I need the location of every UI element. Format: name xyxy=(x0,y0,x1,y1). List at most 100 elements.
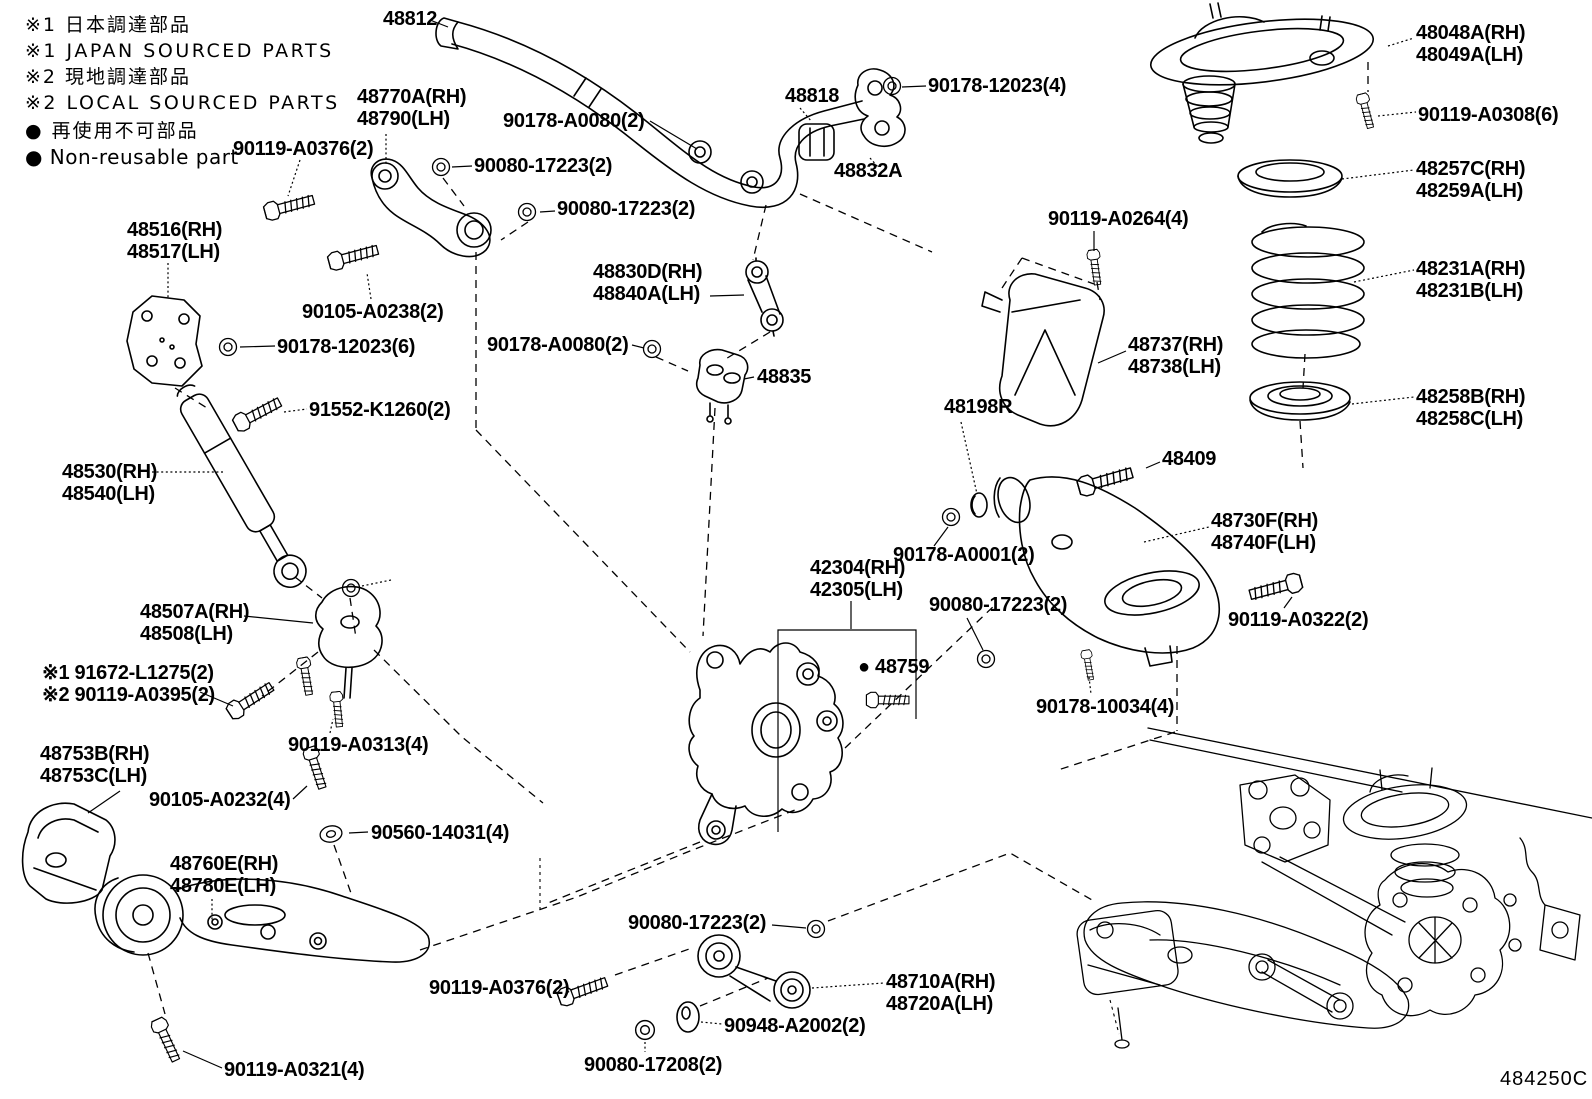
bolt-90119-a0264 xyxy=(1086,248,1105,286)
shock-absorber-drawing xyxy=(176,384,307,589)
stabilizer-bushing-48818-drawing xyxy=(798,123,835,161)
bolt-90119-a0308 xyxy=(1354,91,1378,130)
part-label-48753b-48753c: 48753B(RH)48753C(LH) xyxy=(40,743,149,787)
part-label-48830d-48840a: 48830D(RH)48840A(LH) xyxy=(593,261,702,305)
nut-90080-17208 xyxy=(634,1019,656,1041)
bolt-90105-a0238 xyxy=(326,240,381,273)
coil-spring-48231-drawing xyxy=(1251,222,1365,359)
part-label-90560-14031: 90560-14031(4) xyxy=(371,822,509,844)
bolt-48507a-stud xyxy=(295,656,317,697)
part-label-90105-a0232: 90105-A0232(4) xyxy=(149,789,290,811)
part-label-48507a-48508: 48507A(RH)48508(LH) xyxy=(140,601,249,645)
spring-seat-lower-48258-drawing xyxy=(1249,381,1351,421)
part-label-90178-12023-4: 90178-12023(4) xyxy=(928,75,1066,97)
legend-line-6: ● Non-reusable part xyxy=(25,145,239,169)
nut-90080-17223-d xyxy=(806,919,826,939)
bracket-48507a-drawing xyxy=(314,585,383,699)
part-label-42304-42305: 42304(RH)42305(LH) xyxy=(810,557,905,601)
part-label-90080-17223-a: 90080-17223(2) xyxy=(474,155,612,177)
bolt-90119-a0321 xyxy=(148,1015,184,1065)
part-label-48835: 48835 xyxy=(757,366,811,388)
part-label-48409: 48409 xyxy=(1162,448,1216,470)
washer-90560-14031 xyxy=(317,823,345,845)
grommet-48198r-drawing xyxy=(970,492,988,518)
stabilizer-link-drawing xyxy=(745,257,784,337)
part-label-90178-10034: 90178-10034(4) xyxy=(1036,696,1174,718)
assembled-suspension-view xyxy=(1076,727,1592,1049)
part-label-90119-a0321: 90119-A0321(4) xyxy=(224,1059,364,1081)
support-48048a-drawing xyxy=(1149,2,1375,144)
label-layer: ※1 日本調達部品 ※1 JAPAN SOURCED PARTS ※2 現地調達部品… xyxy=(25,8,1559,1081)
part-label-90948-a2002: 90948-A2002(2) xyxy=(724,1015,865,1037)
leader-lines-dotted xyxy=(152,37,1417,1052)
bolt-90178-10034 xyxy=(1079,648,1097,682)
part-label-48760e-48780e: 48760E(RH)48780E(LH) xyxy=(170,853,278,897)
nut-90178-a0001 xyxy=(941,507,961,527)
washer-90948-drawing xyxy=(676,1001,700,1033)
trailing-arm-drawing xyxy=(94,874,431,963)
part-label-90080-17223-b: 90080-17223(2) xyxy=(557,198,695,220)
part-label-48710a-48720a: 48710A(RH)48720A(LH) xyxy=(886,971,995,1015)
knuckle-drawing xyxy=(688,642,844,846)
part-label-90119-a0313: 90119-A0313(4) xyxy=(288,734,428,756)
nut-90178-12023-6 xyxy=(218,337,238,357)
part-label-48759: ● 48759 xyxy=(858,656,929,678)
lower-arm-48730f-drawing xyxy=(993,476,1220,667)
bracket-48835-drawing xyxy=(695,348,749,425)
part-label-90119-a0376-upper: 90119-A0376(2) xyxy=(233,138,373,160)
upper-control-arm-drawing xyxy=(370,158,492,258)
part-label-48818: 48818 xyxy=(785,85,839,107)
part-label-48198r: 48198R xyxy=(944,396,1013,418)
bolt-knuckle xyxy=(865,691,910,709)
diagram-code: 484250C xyxy=(1500,1068,1589,1090)
part-label-90178-a0080-a: 90178-A0080(2) xyxy=(503,110,644,132)
part-label-90178-a0080-b: 90178-A0080(2) xyxy=(487,334,628,356)
part-label-48231a-48231b: 48231A(RH)48231B(LH) xyxy=(1416,258,1525,302)
toe-link-48710a-drawing xyxy=(697,934,811,1009)
part-label-90080-17223-c: 90080-17223(2) xyxy=(929,594,1067,616)
part-label-90178-a0001: 90178-A0001(2) xyxy=(893,544,1034,566)
nut-90080-17223-b xyxy=(517,202,537,222)
part-label-90119-a0264: 90119-A0264(4) xyxy=(1048,208,1188,230)
legend-line-2: ※1 JAPAN SOURCED PARTS xyxy=(25,40,334,62)
part-label-90105-a0238: 90105-A0238(2) xyxy=(302,301,443,323)
nut-90178-a0080-b xyxy=(642,339,662,359)
deflector-48737-drawing xyxy=(981,273,1105,427)
part-label-48257c-48259a: 48257C(RH)48259A(LH) xyxy=(1416,158,1525,202)
bolt-90119-a0313 xyxy=(329,690,347,728)
bolt-48409 xyxy=(1075,462,1136,499)
legend-line-1: ※1 日本調達部品 xyxy=(25,14,191,36)
legend-line-4: ※2 LOCAL SOURCED PARTS xyxy=(25,92,340,114)
stabilizer-bar-drawing xyxy=(435,17,865,209)
part-label-48530-48540: 48530(RH)48540(LH) xyxy=(62,461,157,505)
part-label-90119-a0376-lower: 90119-A0376(2) xyxy=(429,977,569,999)
nut-90178-12009 xyxy=(341,578,361,598)
legend-line-5: ● 再使用不可部品 xyxy=(25,120,199,142)
part-label-48730f-48740f: 48730F(RH)48740F(LH) xyxy=(1211,510,1318,554)
leader-lines-solid xyxy=(87,19,1293,1069)
part-label-48737-48738: 48737(RH)48738(LH) xyxy=(1128,334,1223,378)
part-label-48832a: 48832A xyxy=(834,160,902,182)
construction-dashed-lines xyxy=(147,62,1369,1015)
nut-90080-17223-c xyxy=(976,649,996,669)
part-label-90119-a0322: 90119-A0322(2) xyxy=(1228,609,1368,631)
bolt-91552-k1260 xyxy=(230,393,285,435)
knuckle-group-bracket xyxy=(777,601,917,832)
part-label-48770a-48790: 48770A(RH)48790(LH) xyxy=(357,86,466,130)
part-label-48516-48517: 48516(RH)48517(LH) xyxy=(127,219,222,263)
bracket-48516-drawing xyxy=(126,295,203,387)
legend-line-3: ※2 現地調達部品 xyxy=(25,66,191,88)
part-label-90080-17223-d: 90080-17223(2) xyxy=(628,912,766,934)
part-label-91552-k1260: 91552-K1260(2) xyxy=(309,399,450,421)
bolt-91672-l1275 xyxy=(223,678,277,722)
cover-48753b-drawing xyxy=(21,802,116,904)
part-label-90119-a0308: 90119-A0308(6) xyxy=(1418,104,1558,126)
stabilizer-bracket-48832a-drawing xyxy=(854,68,906,148)
part-label-91672-90119: ※1 91672-L1275(2)※2 90119-A0395(2) xyxy=(42,662,215,706)
nut-90080-17223-a xyxy=(431,157,451,177)
part-label-48048a-48049a: 48048A(RH)48049A(LH) xyxy=(1416,22,1525,66)
fine-dashed-lines xyxy=(539,858,1120,1035)
part-label-48258b-48258c: 48258B(RH)48258C(LH) xyxy=(1416,386,1525,430)
